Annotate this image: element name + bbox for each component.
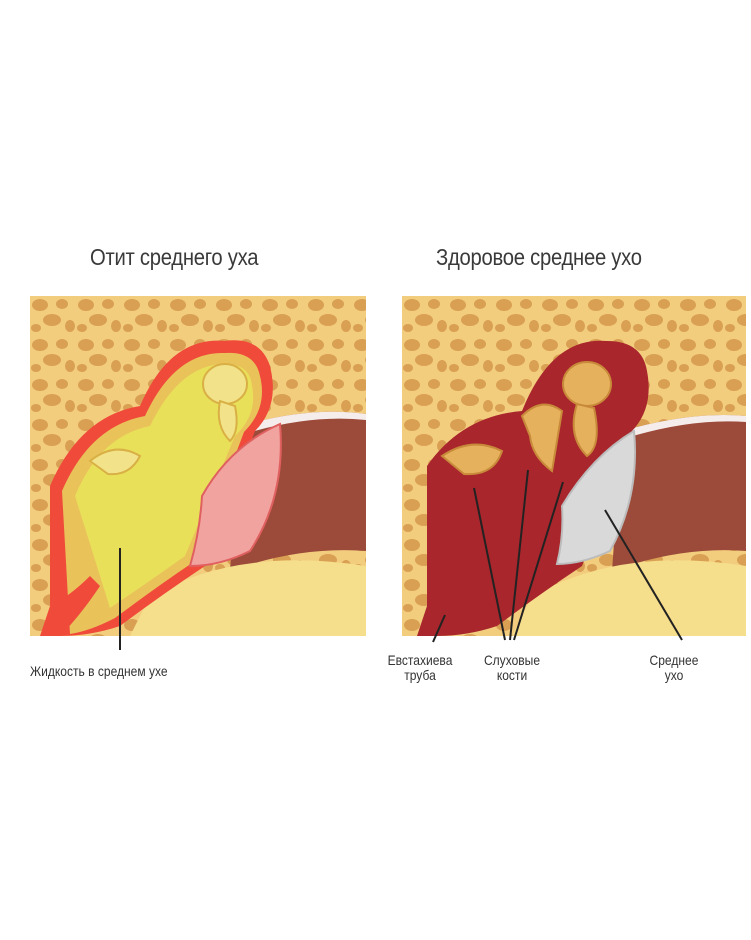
label-eustachian-line1: Евстахиева xyxy=(387,652,453,668)
label-eustachian-line2: труба xyxy=(404,667,436,683)
leader-eustachian xyxy=(432,614,446,643)
illustration-healthy-middle-ear xyxy=(402,296,746,636)
leader-ossicle-1 xyxy=(473,487,506,641)
middle-ear-fluid xyxy=(75,364,254,608)
leader-ossicle-2 xyxy=(509,469,529,641)
lower-bone xyxy=(512,560,746,636)
title-otitis-media: Отит среднего уха xyxy=(90,244,259,270)
leader-middle-ear xyxy=(604,509,683,641)
label-auditory-ossicles: Слуховые кости xyxy=(469,653,555,683)
label-eustachian-tube: Евстахиева труба xyxy=(377,653,463,683)
label-ossicles-line2: кости xyxy=(496,667,528,683)
eustachian-tube xyxy=(40,576,100,636)
stapes xyxy=(88,448,142,476)
illustration-otitis-media xyxy=(30,296,366,636)
eardrum-inflamed xyxy=(188,422,282,568)
label-fluid-in-middle-ear: Жидкость в среднем ухе xyxy=(30,663,168,679)
lower-bone xyxy=(130,560,366,636)
incus xyxy=(217,399,238,443)
title-healthy-middle-ear: Здоровое среднее ухо xyxy=(436,244,642,270)
stapes xyxy=(440,443,504,476)
eardrum-healthy xyxy=(555,429,636,566)
label-ossicles-line1: Слуховые xyxy=(483,652,541,668)
leader-ossicle-3 xyxy=(513,481,564,641)
incus xyxy=(572,402,598,458)
label-middle-line2: ухо xyxy=(664,667,684,683)
eustachian-tube xyxy=(417,576,477,636)
label-middle-ear: Среднее ухо xyxy=(631,653,717,683)
label-middle-line1: Среднее xyxy=(649,652,699,668)
ear-canal xyxy=(612,415,746,571)
